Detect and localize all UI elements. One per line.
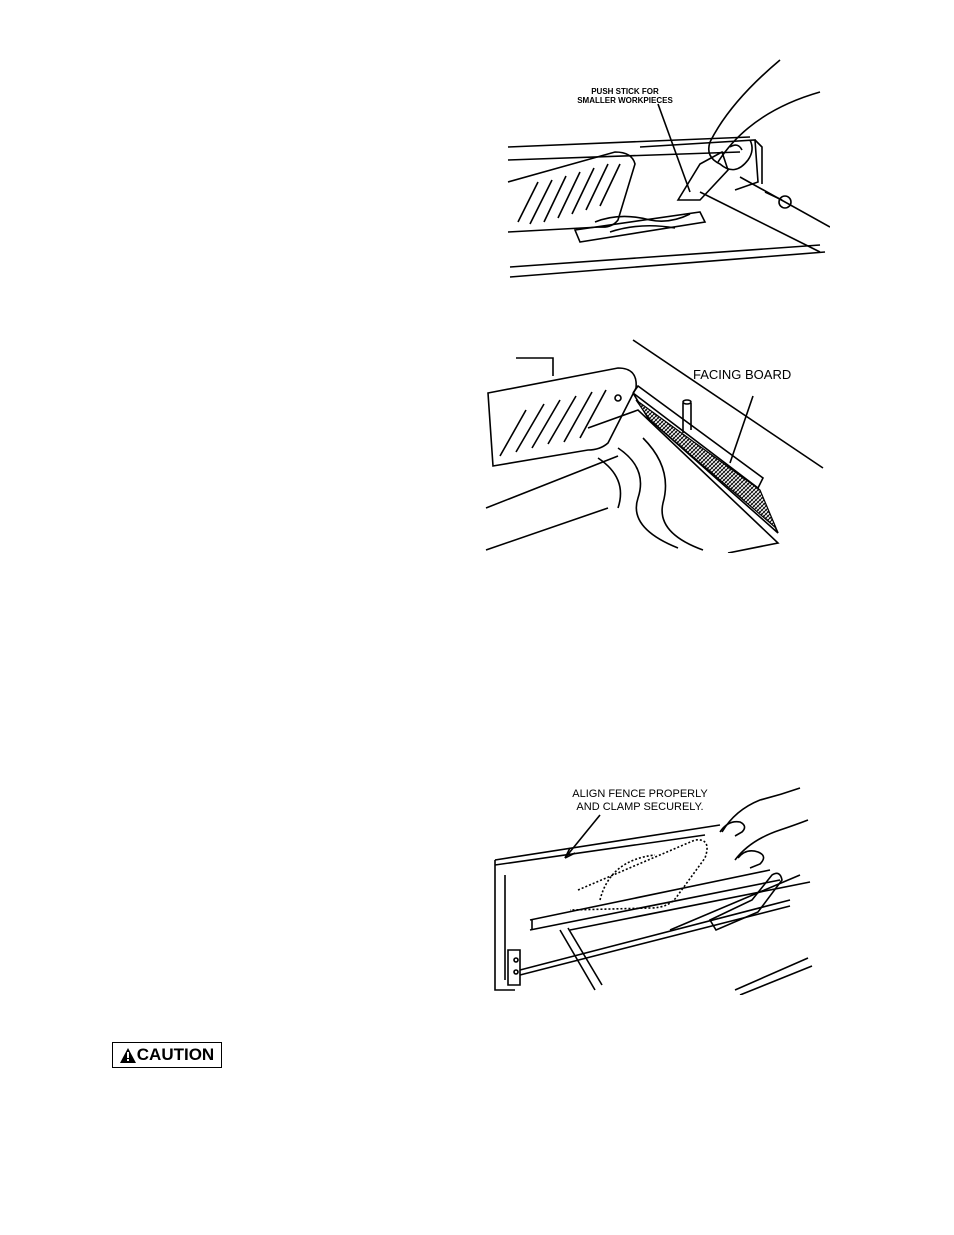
facing-board-figure: FACING BOARD <box>478 338 828 553</box>
push-stick-label-line2: SMALLER WORKPIECES <box>530 96 720 105</box>
push-stick-figure: PUSH STICK FOR SMALLER WORKPIECES <box>500 52 830 287</box>
caution-label: CAUTION <box>137 1045 214 1065</box>
push-stick-label: PUSH STICK FOR SMALLER WORKPIECES <box>530 87 720 105</box>
warning-triangle-icon <box>120 1048 136 1063</box>
align-fence-figure: ALIGN FENCE PROPERLY AND CLAMP SECURELY. <box>490 780 815 995</box>
align-fence-label-line2: AND CLAMP SECURELY. <box>550 801 730 814</box>
align-fence-label-line1: ALIGN FENCE PROPERLY <box>550 788 730 801</box>
caution-badge: CAUTION <box>112 1042 222 1068</box>
push-stick-label-line1: PUSH STICK FOR <box>530 87 720 96</box>
facing-board-label: FACING BOARD <box>693 368 833 383</box>
align-fence-label: ALIGN FENCE PROPERLY AND CLAMP SECURELY. <box>550 788 730 813</box>
